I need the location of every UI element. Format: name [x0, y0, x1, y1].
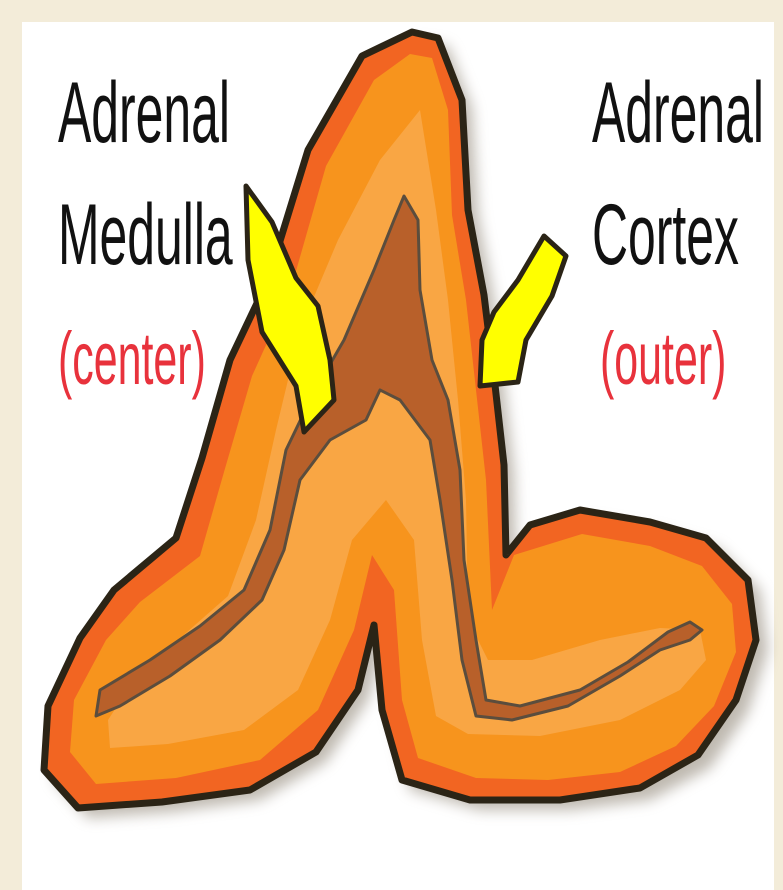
cortex-title-line2: Cortex	[592, 192, 739, 278]
cortex-location-note: (outer)	[600, 322, 726, 396]
cortex-title-line1: Adrenal	[592, 70, 764, 156]
cortex-pointer-arrow-icon	[480, 236, 566, 386]
medulla-title-line1: Adrenal	[58, 70, 230, 156]
medulla-title-line2: Medulla	[58, 192, 233, 278]
medulla-location-note: (center)	[58, 322, 206, 396]
